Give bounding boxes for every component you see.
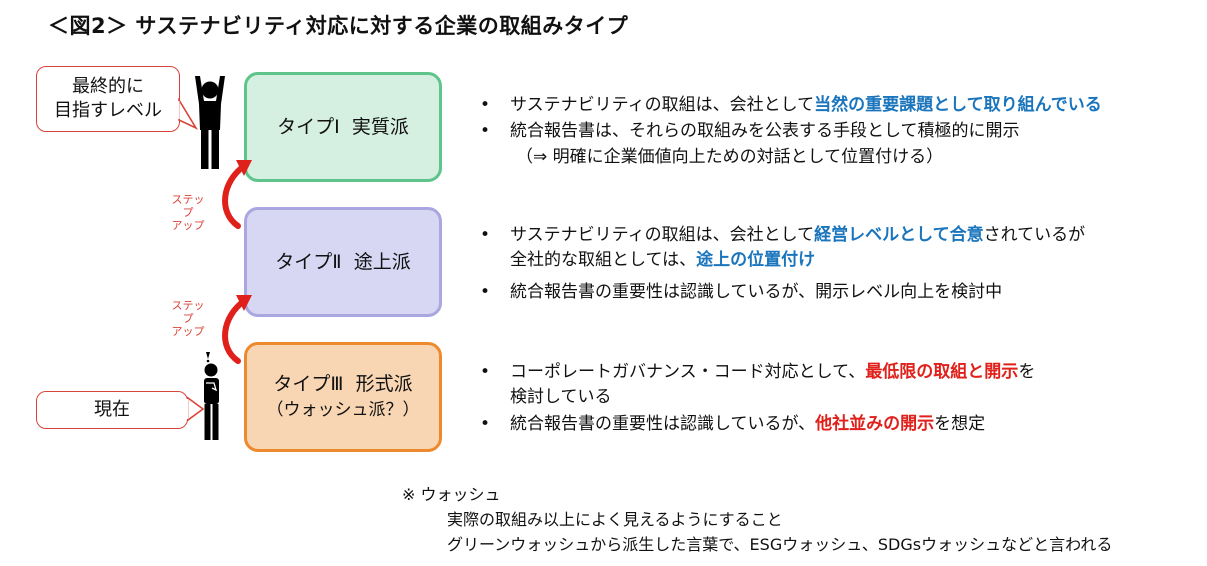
bullet-mark: • xyxy=(480,414,491,434)
step-up-label-lower: ステップ アップ xyxy=(168,299,208,338)
step-up-line1: ステップ xyxy=(171,193,205,219)
type-3-b1-emphasis: 最低限の取組と開示 xyxy=(865,362,1019,382)
type-2-label: タイプⅡ 途上派 xyxy=(275,251,411,273)
type-1-b2-cont: （⇒ 明確に企業価値向上ための対話として位置付ける） xyxy=(516,147,944,167)
step-up-arrow-icon-upper xyxy=(222,160,252,229)
type-3-b1-cont: 検討している xyxy=(510,387,612,407)
bullet-mark: • xyxy=(480,95,491,115)
type-3-box: タイプⅢ 形式派 （ウォッシュ派？） xyxy=(244,342,442,452)
step-up-line2: アップ xyxy=(171,325,205,338)
wash-note-line2: グリーンウォッシュから派生した言葉で、ESGウォッシュ、SDGsウォッシュなどと… xyxy=(447,535,1113,554)
current-label: 現在 xyxy=(94,399,130,420)
type-2-b1-cont-text: 全社的な取組としては、 xyxy=(510,250,697,270)
wash-note-line1: 実際の取組み以上によく見えるようにすること xyxy=(447,510,783,529)
type-3-b2-emphasis: 他社並みの開示 xyxy=(815,414,935,434)
type-3-b1-text: コーポレートガバナンス・コード対応として、 xyxy=(510,362,866,382)
goal-level-line2: 目指すレベル xyxy=(54,100,162,121)
step-up-line1: ステップ xyxy=(171,299,205,325)
type-3-b1-post: を xyxy=(1018,362,1036,382)
type-2-b1-post: されているが xyxy=(983,225,1086,245)
cheering-person-icon xyxy=(195,76,225,169)
type-2-box: タイプⅡ 途上派 xyxy=(244,207,442,317)
bullet-mark: • xyxy=(480,121,491,141)
type-3-b2-post: を想定 xyxy=(934,414,986,434)
current-callout-pointer xyxy=(185,396,205,422)
type-3-b2-text: 統合報告書の重要性は認識しているが、 xyxy=(510,414,816,434)
bullet-mark: • xyxy=(480,282,491,302)
type-2-b1-cont-emphasis: 途上の位置付け xyxy=(696,250,816,270)
type-1-b1-text: サステナビリティの取組は、会社として xyxy=(510,95,815,115)
bullet-mark: • xyxy=(480,225,491,245)
current-callout: 現在 xyxy=(36,391,188,429)
type-1-box: タイプⅠ 実質派 xyxy=(244,72,442,182)
step-up-arrow-icon-lower xyxy=(222,295,252,364)
type-2-b1-emphasis: 経営レベルとして合意 xyxy=(814,225,984,245)
step-up-label-upper: ステップ アップ xyxy=(168,193,208,232)
goal-level-callout: 最終的に 目指すレベル xyxy=(36,66,180,132)
goal-callout-pointer xyxy=(176,98,198,130)
type-3-label: タイプⅢ 形式派 xyxy=(273,373,413,395)
type-3-sublabel: （ウォッシュ派？） xyxy=(266,400,420,420)
type-2-b1-text: サステナビリティの取組は、会社として xyxy=(510,225,815,245)
type-2-b2-text: 統合報告書の重要性は認識しているが、開示レベル向上を検討中 xyxy=(510,282,1003,302)
bullet-mark: • xyxy=(480,362,491,382)
goal-level-line1: 最終的に xyxy=(72,76,144,97)
type-1-b2-text: 統合報告書は、それらの取組みを公表する手段として積極的に開示 xyxy=(510,121,1020,141)
worried-person-icon xyxy=(204,352,219,440)
wash-note-heading: ※ ウォッシュ xyxy=(402,485,501,504)
page-title: ＜図2＞ サステナビリティ対応に対する企業の取組みタイプ xyxy=(48,14,629,38)
step-up-line2: アップ xyxy=(171,219,205,232)
type-1-b1-emphasis: 当然の重要課題として取り組んでいる xyxy=(814,95,1102,115)
type-1-label: タイプⅠ 実質派 xyxy=(277,116,409,138)
